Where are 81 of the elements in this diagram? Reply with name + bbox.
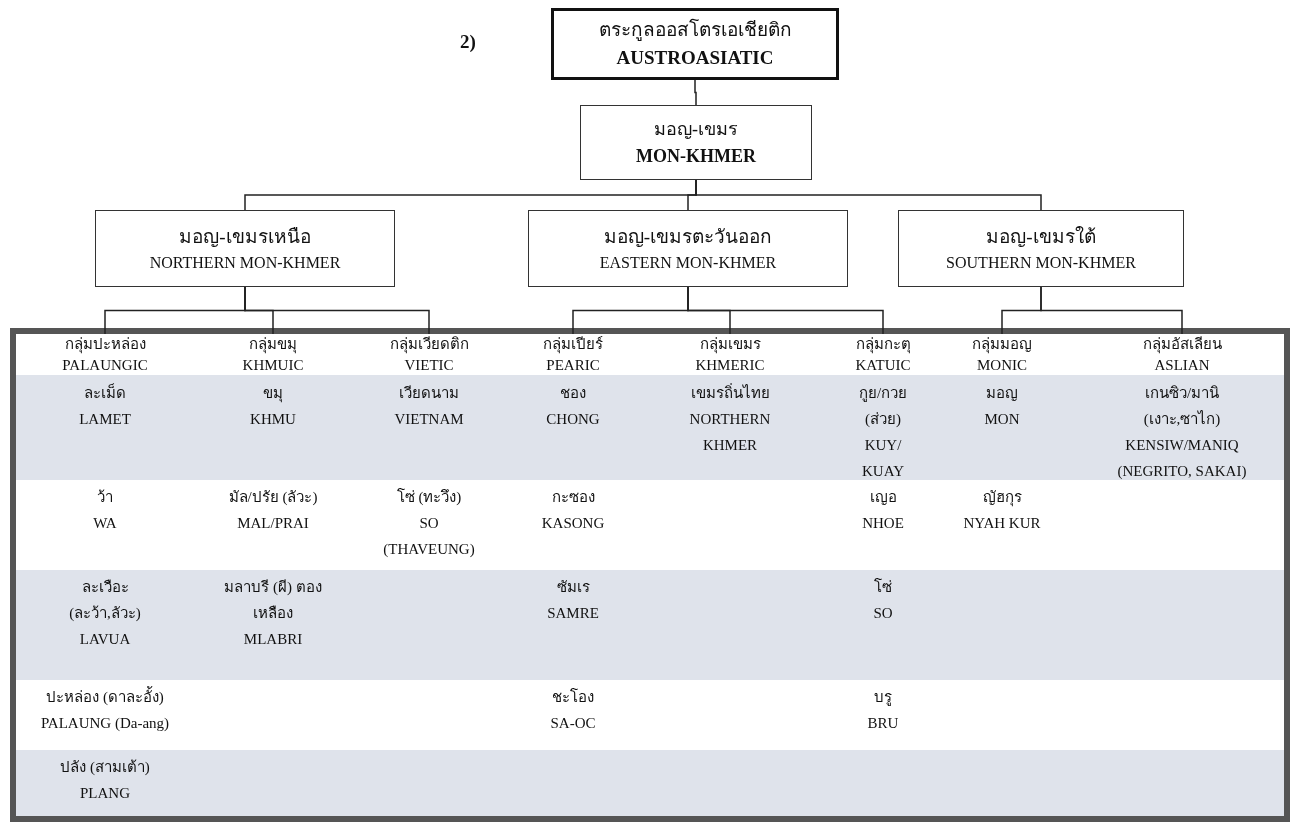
language-name: VIETNAM (394, 410, 464, 429)
language-name: LAMET (79, 410, 131, 429)
connector-line (694, 79, 697, 106)
language-name: โซ่ (ทะวึง) (396, 487, 462, 507)
thai-name: ตระกูลออสโตรเอเชียติก (598, 17, 792, 43)
language-name: ละเม็ด (84, 382, 126, 403)
language-name: WA (93, 514, 117, 533)
language-name: NORTHERN KHMER (688, 410, 772, 455)
language-name: KUY/ KUAY (861, 436, 905, 481)
branch-box (580, 105, 812, 180)
language-name: เขมรถิ่นไทย (690, 382, 770, 403)
subbranch-box (898, 210, 1184, 287)
language-name: NYAH KUR (963, 514, 1041, 533)
language-name: SO (873, 604, 893, 623)
language-name: SA-OC (550, 714, 596, 733)
language-name: กะซอง (551, 488, 595, 507)
language-name: ชะโอง (552, 687, 594, 707)
language-name: MON (984, 410, 1020, 429)
language-name: บรู (874, 688, 892, 708)
connector-line (695, 179, 1042, 211)
english-name: EASTERN MON-KHMER (599, 252, 777, 273)
english-name: PALAUNGIC (62, 356, 148, 375)
subbranch-box (528, 210, 848, 287)
language-name: มลาบรี (ผี) ตองเหลือง (223, 578, 323, 623)
thai-name: มอญ-เขมรตะวันออก (603, 225, 773, 250)
english-name: NORTHERN MON-KHMER (149, 252, 341, 273)
language-name: เวียดนาม (399, 384, 459, 403)
language-name: MLABRI (243, 630, 303, 649)
thai-name: กลุ่มมอญ (972, 335, 1032, 355)
english-name: VIETIC (404, 356, 454, 375)
language-name: ปะหล่อง (ดาละอั้ง) (46, 684, 164, 710)
language-name: ว้า (97, 488, 113, 507)
language-name: SAMRE (547, 604, 599, 623)
english-name: SOUTHERN MON-KHMER (946, 252, 1136, 273)
language-name: KENSIW/MANIQ (NEGRITO, SAKAI) (1116, 436, 1248, 481)
english-name: KHMERIC (695, 356, 765, 375)
thai-name: กลุ่มเปียร์ (543, 335, 603, 355)
language-name: CHONG (546, 410, 600, 429)
language-name: SO (THAVEUNG) (382, 514, 476, 559)
english-name: KATUIC (855, 356, 911, 375)
connector-line (1040, 286, 1183, 335)
language-name: PALAUNG (Da-ang) (40, 714, 170, 733)
english-name: AUSTROASIATIC (616, 46, 774, 70)
connector-line (244, 286, 430, 335)
family-box (551, 8, 839, 80)
english-name: KHMUIC (242, 356, 304, 375)
language-name: KHMU (250, 410, 296, 429)
thai-name: มอญ-เขมร (654, 118, 738, 142)
figure-number: 2) (460, 30, 476, 54)
language-name: LAVUA (79, 630, 131, 649)
thai-name: มอญ-เขมรใต้ (986, 225, 1096, 250)
language-name: เญอ (869, 488, 897, 507)
thai-name: กลุ่มขมุ (249, 335, 297, 355)
language-name: ซัมเร (556, 578, 590, 597)
language-name: มัล/ปรัย (ลัวะ) (228, 488, 318, 507)
language-name: กูย/กวย (ส่วย) (857, 384, 909, 429)
thai-name: มอญ-เขมรเหนือ (179, 225, 311, 250)
language-name: ขมุ (263, 384, 283, 405)
language-name: BRU (867, 714, 899, 733)
english-name: ASLIAN (1154, 356, 1210, 375)
connector-line (687, 286, 884, 335)
english-name: PEARIC (546, 356, 600, 375)
thai-name: กลุ่มอัสเลียน (1142, 335, 1222, 355)
english-name: MONIC (977, 356, 1027, 375)
thai-name: กลุ่มปะหล่อง (64, 335, 146, 355)
language-name: เกนซิว/มานิ (เงาะ,ซาไก) (1142, 384, 1222, 429)
language-name: KASONG (541, 514, 605, 533)
language-name: ชอง (560, 384, 586, 403)
thai-name: กลุ่มกะตุ (855, 335, 911, 355)
language-name: โซ่ (874, 577, 892, 597)
language-name: ญัฮกุร (982, 488, 1022, 509)
english-name: MON-KHMER (636, 144, 756, 168)
language-name: มอญ (986, 384, 1018, 403)
subbranch-box (95, 210, 395, 287)
language-name: MAL/PRAI (237, 514, 309, 533)
language-name: NHOE (862, 514, 904, 533)
language-name: ปลัง (สามเต้า) (60, 758, 150, 777)
thai-name: กลุ่มเขมร (699, 335, 761, 355)
thai-name: กลุ่มเวียดติก (389, 335, 469, 355)
language-name: PLANG (80, 784, 130, 803)
language-name: ละเวือะ (ละว้า,ลัวะ) (68, 578, 142, 623)
